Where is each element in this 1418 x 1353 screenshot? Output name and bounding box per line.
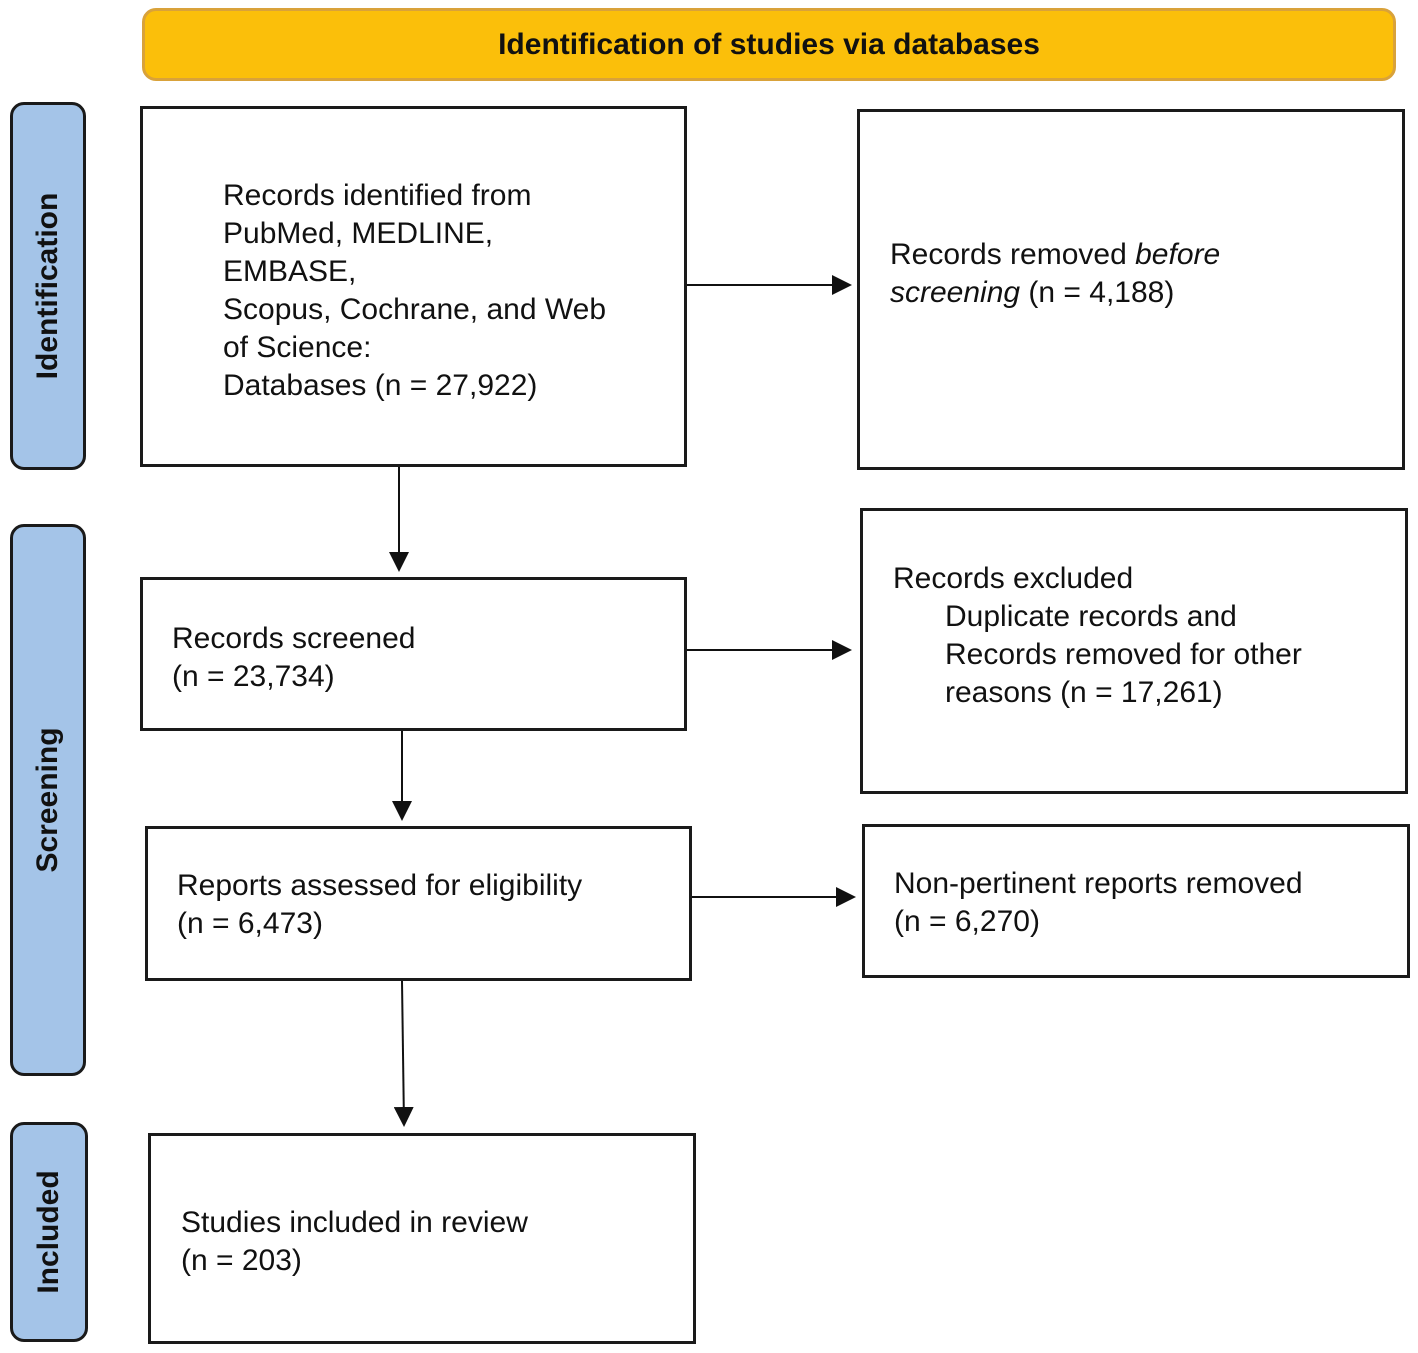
- studies-included-line-2: (n = 203): [181, 1244, 302, 1277]
- records-identified-box: Records identified from PubMed, MEDLINE,…: [140, 106, 687, 467]
- records-identified-line-1: Records identified from: [223, 179, 532, 212]
- studies-included-box: Studies included in review (n = 203): [148, 1133, 696, 1344]
- reports-assessed-line-1: Reports assessed for eligibility: [177, 869, 583, 902]
- records-identified-line-3: EMBASE,: [223, 255, 357, 288]
- records-excluded-box: Records excluded Duplicate records and R…: [860, 508, 1408, 794]
- records-identified-line-4: Scopus, Cochrane, and Web: [223, 293, 607, 326]
- records-identified-line-6: Databases (n = 27,922): [223, 369, 538, 402]
- records-removed-suffix: (n = 4,188): [1020, 276, 1175, 309]
- records-excluded-line-4: reasons (n = 17,261): [945, 676, 1223, 709]
- non-pertinent-line-2: (n = 6,270): [894, 905, 1040, 938]
- reports-assessed-box: Reports assessed for eligibility (n = 6,…: [145, 826, 692, 981]
- records-excluded-line-2: Duplicate records and: [945, 600, 1237, 633]
- records-excluded-line-3: Records removed for other: [945, 638, 1302, 671]
- records-removed-italic-screening: screening: [890, 276, 1021, 309]
- header-title: Identification of studies via databases: [498, 27, 1040, 61]
- stage-identification: Identification: [10, 102, 86, 470]
- records-removed-line-2: screening (n = 4,188): [890, 274, 1402, 312]
- records-removed-box: Records removed before screening (n = 4,…: [857, 109, 1405, 470]
- records-identified-line-5: of Science:: [223, 331, 372, 364]
- diagram-header: Identification of studies via databases: [142, 8, 1396, 81]
- non-pertinent-line-1: Non-pertinent reports removed: [894, 867, 1303, 900]
- records-screened-line-2: (n = 23,734): [172, 660, 335, 693]
- records-removed-line-1: Records removed before: [890, 236, 1402, 274]
- records-screened-line-1: Records screened: [172, 622, 416, 655]
- stage-included: Included: [10, 1122, 88, 1342]
- non-pertinent-box: Non-pertinent reports removed (n = 6,270…: [862, 824, 1410, 978]
- records-identified-line-2: PubMed, MEDLINE,: [223, 217, 494, 250]
- records-screened-box: Records screened (n = 23,734): [140, 577, 687, 731]
- records-removed-italic-before: before: [1135, 238, 1221, 271]
- studies-included-line-1: Studies included in review: [181, 1206, 528, 1239]
- records-excluded-line-1: Records excluded: [893, 562, 1134, 595]
- arrow-assessed-to-included: [393, 980, 414, 1127]
- reports-assessed-line-2: (n = 6,473): [177, 907, 323, 940]
- stage-screening: Screening: [10, 524, 86, 1076]
- records-removed-prefix: Records removed: [890, 238, 1136, 271]
